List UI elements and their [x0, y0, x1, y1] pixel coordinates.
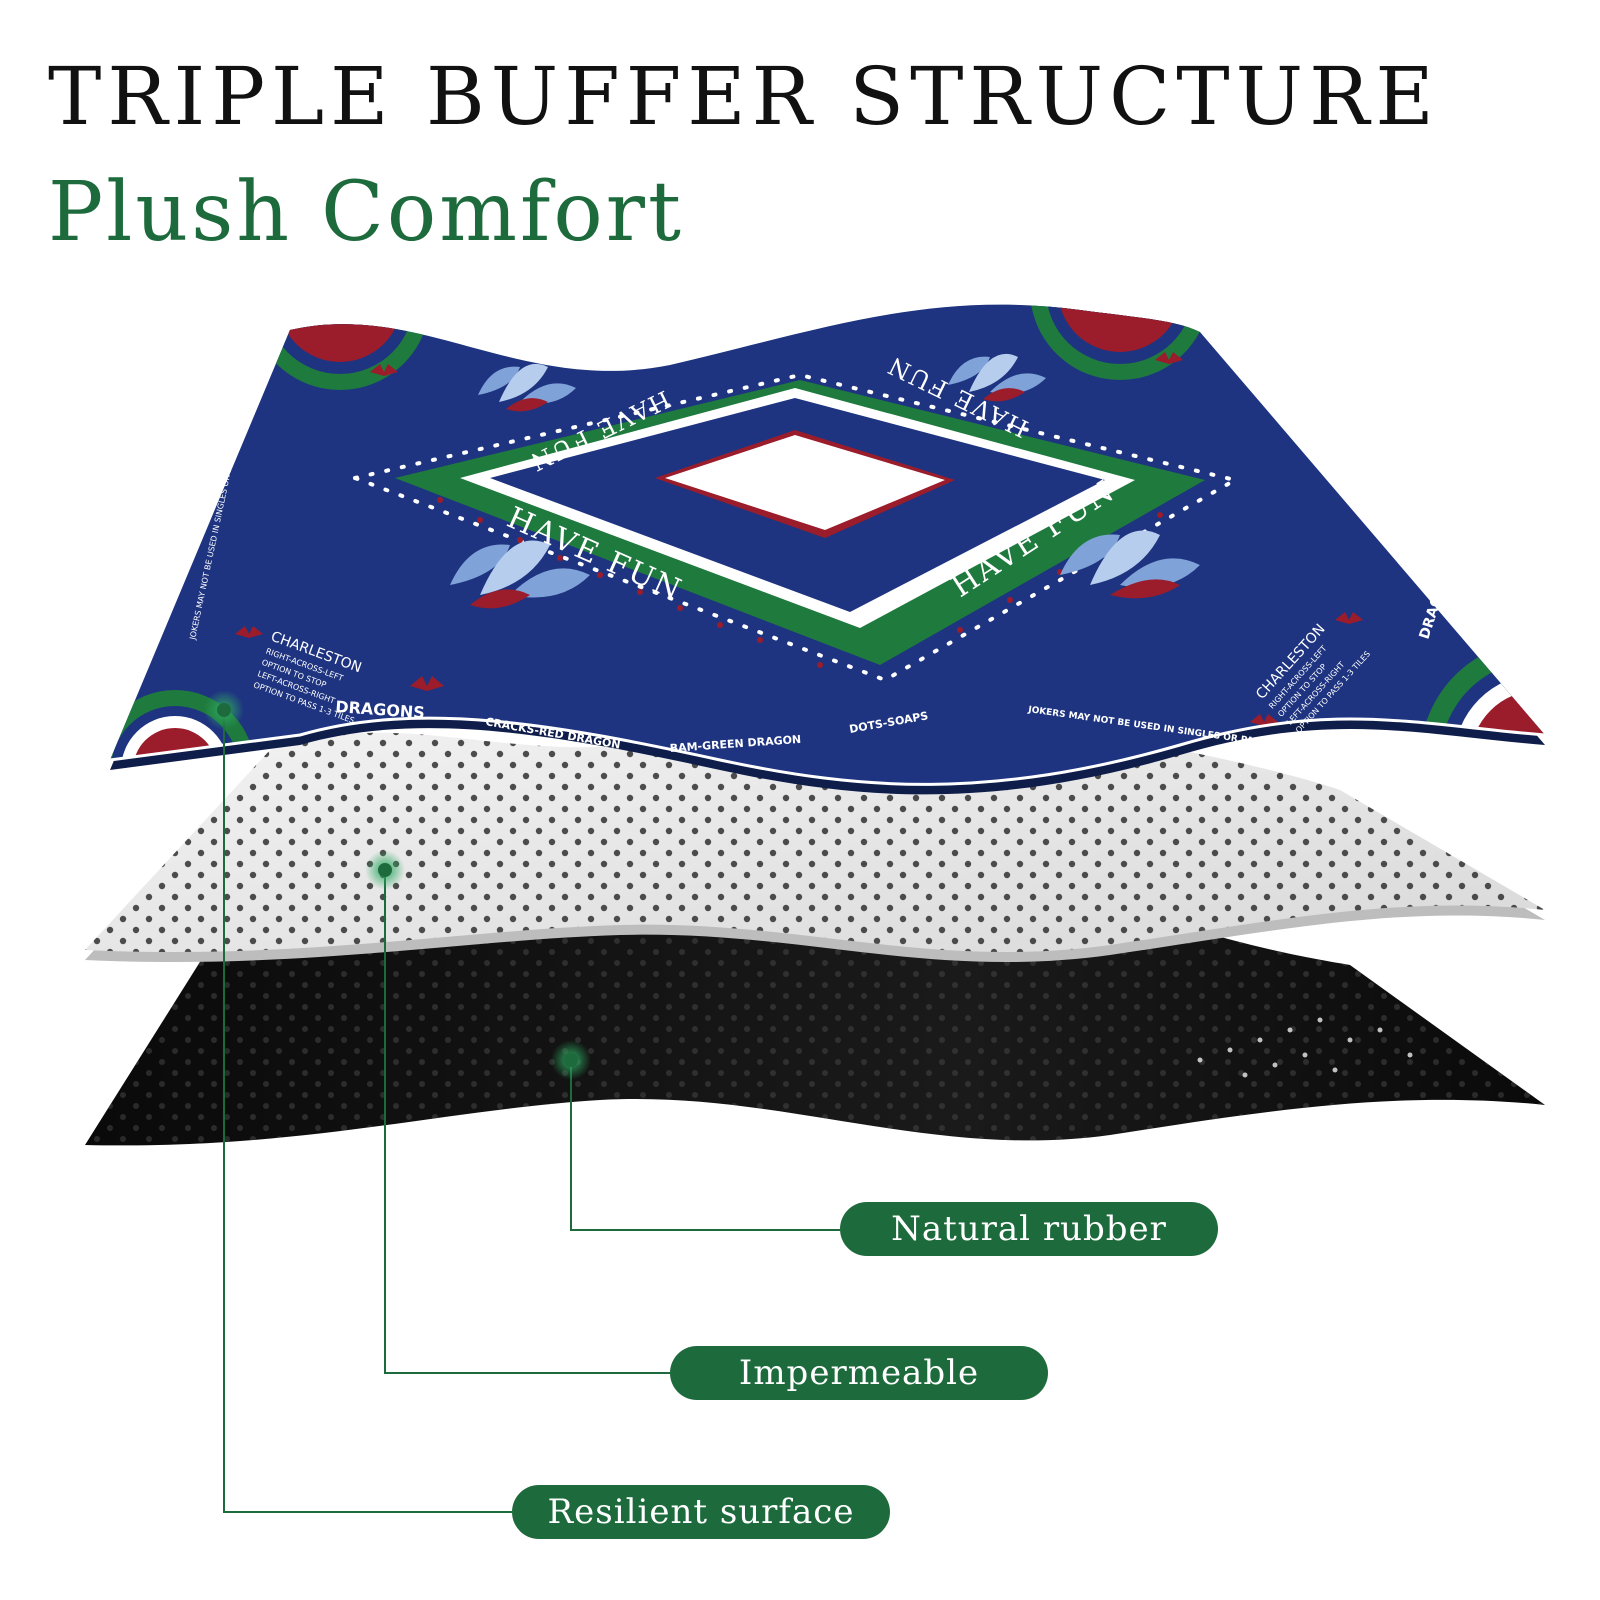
callout-label-impermeable: Impermeable [670, 1346, 1048, 1400]
lotus-motif-top-right [948, 353, 1046, 402]
corner-arc-top-right [1030, 304, 1210, 380]
callout-label-text: Natural rubber [891, 1209, 1167, 1249]
callout-label-text: Resilient surface [547, 1492, 855, 1532]
lotus-motif-left [450, 540, 590, 609]
callout-line-rubber [570, 1060, 840, 1231]
foam-layer [85, 706, 1545, 963]
callout-label-text: Impermeable [738, 1353, 980, 1393]
callout-dots [204, 690, 591, 1080]
callout-label-resilient-surface: Resilient surface [512, 1485, 890, 1539]
butterfly-icon [235, 352, 1363, 726]
callout-label-natural-rubber: Natural rubber [840, 1202, 1218, 1256]
center-diamond [348, 372, 1241, 683]
corner-arc-top-left [250, 304, 430, 390]
callout-line-resilient [223, 710, 512, 1513]
lotus-motif-top-left [478, 363, 576, 412]
subheadline: Plush Comfort [48, 165, 684, 260]
lotus-motif-right [1060, 530, 1200, 599]
callout-line-impermeable [384, 870, 670, 1374]
headline: TRIPLE BUFFER STRUCTURE [48, 50, 1440, 143]
callout-lines [223, 710, 840, 1513]
